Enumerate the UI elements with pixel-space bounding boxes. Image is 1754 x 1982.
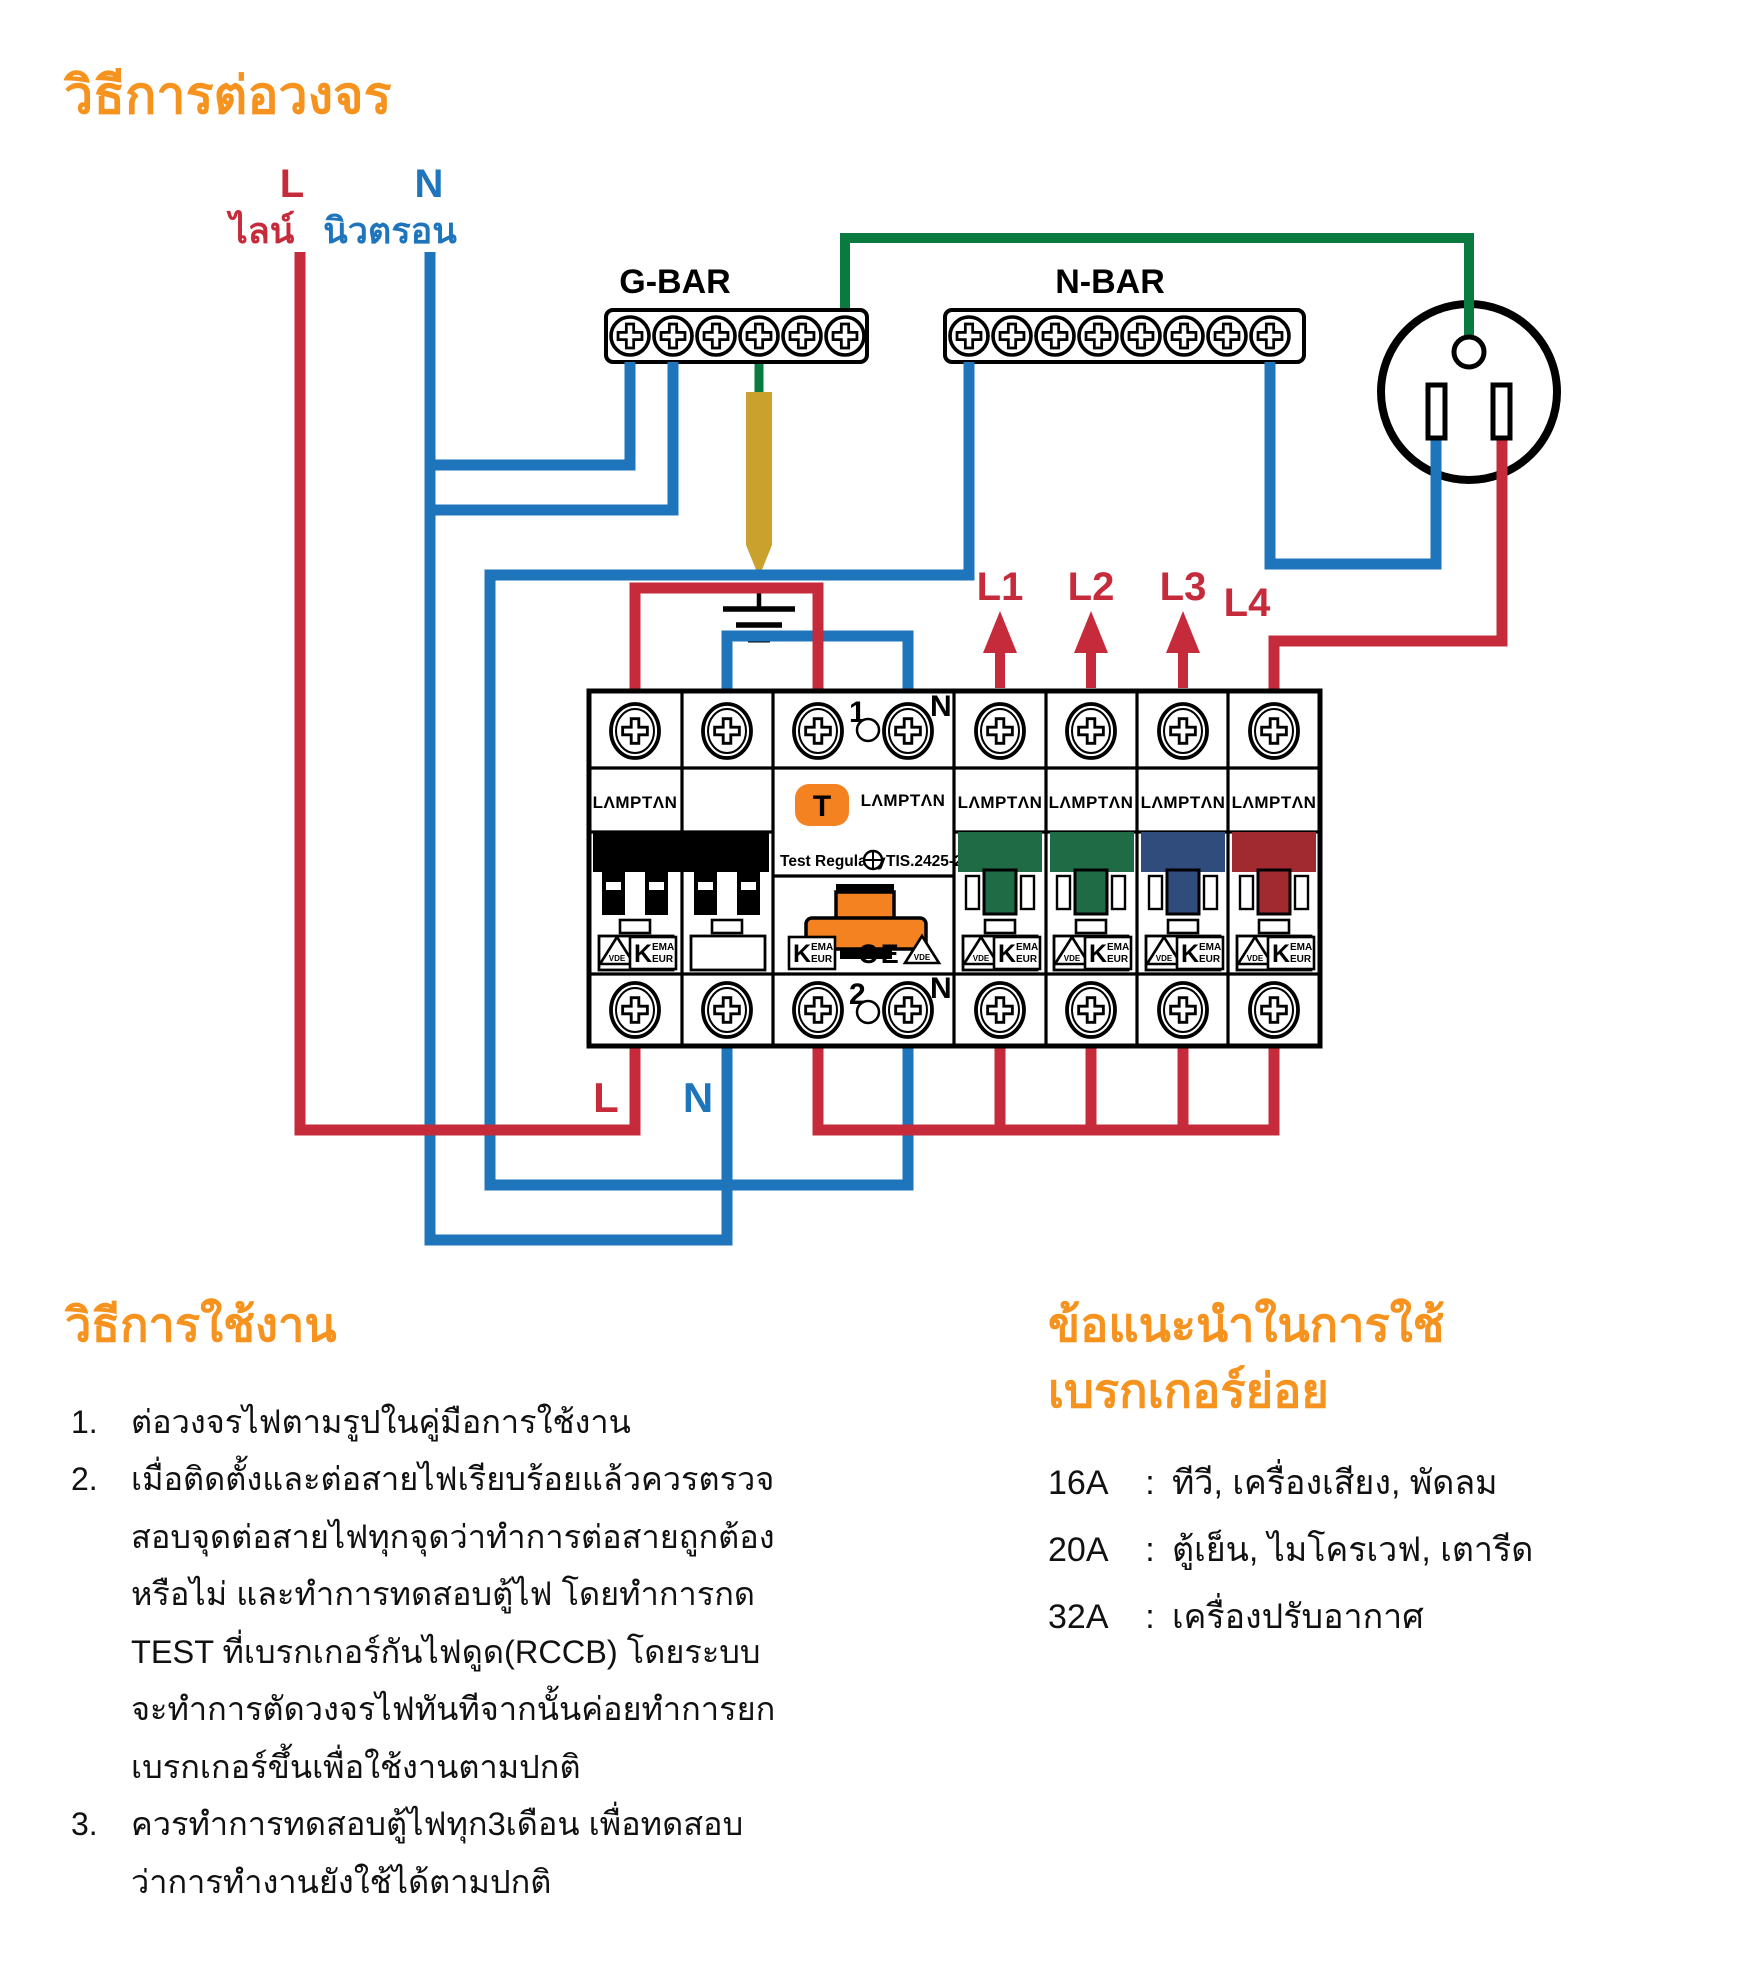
main-to-rccb-line-jumper bbox=[629, 582, 824, 690]
usage-item-line: สอบจุดต่อสายไฟทุกจุดว่าทำการต่อสายถูกต้อ… bbox=[131, 1518, 775, 1555]
usage-item: 2. เมื่อติดตั้งและต่อสายไฟเรียบร้อยแล้วคว… bbox=[65, 1451, 775, 1796]
usage-item-line: TEST ที่เบรกเกอร์กันไฟดูด(RCCB) โดยระบบ bbox=[131, 1633, 761, 1670]
branch-breaker-4 bbox=[1232, 832, 1316, 972]
outlet-pins bbox=[1425, 334, 1513, 441]
brand-label: LΛMPTΛN bbox=[1049, 793, 1134, 812]
recommend-amp: 16A bbox=[1048, 1463, 1109, 1502]
rccb-bottom-terminal-n: N bbox=[930, 972, 952, 1005]
branch-breaker-3 bbox=[1141, 832, 1225, 972]
usage-item: 3. ควรทำการทดสอบตู้ไฟทุก3เดือน เพื่อทดสอบ… bbox=[65, 1796, 755, 1911]
usage-item: 1. ต่อวงจรไฟตามรูปในคู่มือการใช้งาน bbox=[65, 1394, 755, 1452]
gbar-neutral-link-2 bbox=[430, 362, 679, 516]
ground-rod bbox=[746, 392, 772, 577]
usage-item-number: 2. bbox=[71, 1461, 98, 1498]
usage-item-line: เมื่อติดตั้งและต่อสายไฟเรียบร้อยแล้วควรต… bbox=[131, 1461, 775, 1498]
brand-label: LΛMPTΛN bbox=[1232, 793, 1317, 812]
recommend-desc: เครื่องปรับอากาศ bbox=[1172, 1597, 1424, 1636]
rccb-indicator-window bbox=[855, 717, 881, 743]
arrow-up-icon bbox=[1166, 611, 1200, 653]
usage-item-text: ควรทำการทดสอบตู้ไฟทุก3เดือน เพื่อทดสอบว่… bbox=[131, 1796, 755, 1911]
recommend-amp: 32A bbox=[1048, 1597, 1109, 1636]
rccb-load-bus-wire bbox=[812, 1046, 1280, 1136]
branch4-to-outlet-wire bbox=[1268, 440, 1508, 691]
main-breaker-unit bbox=[593, 832, 769, 972]
tis-icon bbox=[862, 849, 884, 871]
g-bar-label: G-BAR bbox=[619, 263, 730, 301]
recommend-heading-line2: เบรกเกอร์ย่อย bbox=[1048, 1363, 1329, 1417]
brand-label: LΛMPTΛN bbox=[593, 793, 678, 812]
recommend-separator: : bbox=[1145, 1597, 1155, 1636]
brand-label: LΛMPTΛN bbox=[861, 791, 946, 810]
breaker-panel: 1 N LΛMPTΛN LΛMPTΛN LΛMPTΛN LΛMPTΛN LΛMP… bbox=[586, 688, 1323, 1049]
neutral-word: นิวตรอน bbox=[323, 210, 457, 251]
usage-section: วิธีการใช้งาน 1. ต่อวงจรไฟตามรูปในคู่มือก… bbox=[65, 1292, 775, 1912]
neutral-letter: N bbox=[415, 162, 444, 206]
nbar-to-outlet-wire bbox=[1264, 362, 1442, 570]
diagram-title: วิธีการต่อวงจร bbox=[63, 67, 391, 125]
recommend-section: ข้อแนะนำในการใช้ เบรกเกอร์ย่อย 16A: ทีวี,… bbox=[1048, 1292, 1728, 1651]
brand-label: LΛMPTΛN bbox=[1141, 793, 1226, 812]
circuit-label-l1: L1 bbox=[977, 565, 1024, 609]
ce-icon: CE bbox=[858, 939, 902, 969]
recommend-list: 16A: ทีวี, เครื่องเสียง, พัดลม 20A: ตู้เย็น… bbox=[1048, 1450, 1728, 1651]
circuit-label-l2: L2 bbox=[1068, 565, 1115, 609]
n-bar-label: N-BAR bbox=[1055, 263, 1165, 301]
circuit-label-l4: L4 bbox=[1224, 581, 1271, 625]
usage-item-line: ต่อวงจรไฟตามรูปในคู่มือการใช้งาน bbox=[131, 1403, 631, 1440]
recommend-separator: : bbox=[1145, 1463, 1155, 1502]
usage-item-line: เบรกเกอร์ขึ้นเพื่อใช้งานตามปกติ bbox=[131, 1748, 581, 1785]
branch-breaker-2 bbox=[1050, 832, 1134, 972]
usage-heading: วิธีการใช้งาน bbox=[65, 1298, 337, 1351]
line-supply-wire bbox=[294, 252, 641, 1136]
rccb-test-text: Test Regularly bbox=[780, 853, 886, 870]
ground-wire-to-outlet bbox=[840, 233, 1474, 340]
line-letter: L bbox=[280, 162, 304, 206]
recommend-amp: 20A bbox=[1048, 1530, 1109, 1569]
usage-item-line: ว่าการทำงานยังใช้ได้ตามปกติ bbox=[131, 1863, 552, 1900]
arrow-up-icon bbox=[983, 611, 1017, 653]
brand-label: LΛMPTΛN bbox=[958, 793, 1043, 812]
recommend-desc: ทีวี, เครื่องเสียง, พัดลม bbox=[1172, 1463, 1498, 1502]
rccb-unit: T Test Regularly TIS.2425-2552 CE 2 N bbox=[780, 784, 989, 1025]
recommend-separator: : bbox=[1145, 1530, 1155, 1569]
g-bar bbox=[604, 308, 869, 364]
recommend-heading: ข้อแนะนำในการใช้ เบรกเกอร์ย่อย bbox=[1048, 1292, 1728, 1424]
arrow-up-icon bbox=[1074, 611, 1108, 653]
rccb-top-terminal-n: N bbox=[930, 690, 952, 723]
recommend-row: 16A: ทีวี, เครื่องเสียง, พัดลม bbox=[1048, 1450, 1728, 1517]
rccb-test-badge: T bbox=[813, 790, 831, 823]
usage-item-text: ต่อวงจรไฟตามรูปในคู่มือการใช้งาน bbox=[131, 1394, 755, 1452]
usage-item-line: ควรทำการทดสอบตู้ไฟทุก3เดือน เพื่อทดสอบ bbox=[131, 1806, 744, 1843]
supply-labels: L N ไลน์ นิวตรอน bbox=[226, 162, 458, 251]
panel-bottom-line-label: L bbox=[593, 1074, 619, 1121]
neutral-supply-wire bbox=[424, 252, 733, 1246]
gbar-neutral-link-1 bbox=[430, 362, 636, 471]
usage-item-number: 1. bbox=[71, 1403, 98, 1440]
recommend-row: 20A: ตู้เย็น, ไมโครเวฟ, เตารีด bbox=[1048, 1517, 1728, 1584]
recommend-heading-line1: ข้อแนะนำในการใช้ bbox=[1048, 1298, 1445, 1351]
panel-bottom-neutral-label: N bbox=[683, 1074, 713, 1121]
circuit-label-l3: L3 bbox=[1160, 565, 1207, 609]
usage-item-line: จะทำการตัดวงจรไฟทันทีจากนั้นค่อยทำการยก bbox=[131, 1691, 776, 1728]
rccb-to-nbar-wire bbox=[484, 362, 975, 1191]
usage-item-number: 3. bbox=[71, 1806, 98, 1843]
wiring-diagram: K EMA EUR VDE วิธีการต่อวงจร L N ไลน์ นิ… bbox=[63, 67, 1561, 1246]
usage-item-line: หรือไม่ และทำการทดสอบตู้ไฟ โดยทำการกด bbox=[131, 1576, 756, 1613]
branch-breaker-1 bbox=[958, 832, 1042, 972]
usage-item-text: เมื่อติดตั้งและต่อสายไฟเรียบร้อยแล้วควรต… bbox=[131, 1451, 775, 1796]
usage-list: 1. ต่อวงจรไฟตามรูปในคู่มือการใช้งาน 2. เมื่… bbox=[65, 1394, 775, 1912]
recommend-desc: ตู้เย็น, ไมโครเวฟ, เตารีด bbox=[1172, 1530, 1534, 1569]
line-word: ไลน์ bbox=[226, 209, 295, 251]
n-bar bbox=[943, 308, 1306, 364]
recommend-row: 32A: เครื่องปรับอากาศ bbox=[1048, 1584, 1728, 1651]
branch-circuit-arrows bbox=[983, 611, 1200, 688]
